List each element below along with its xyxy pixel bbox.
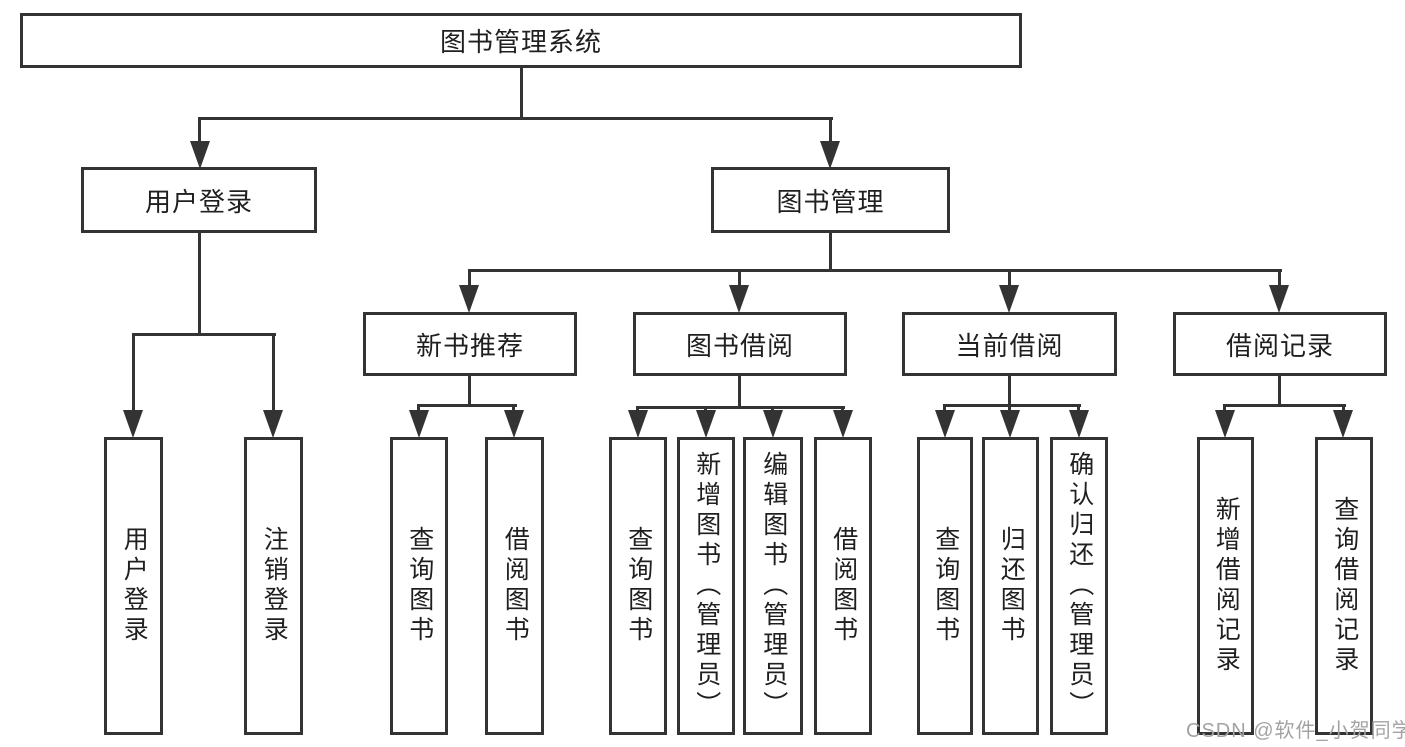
leaf-return-book: 归还图书 — [982, 437, 1039, 735]
leaf-add-book-admin: 新增图书（管理员） — [677, 437, 735, 735]
arrow-down-icon — [935, 410, 955, 438]
connector-line — [198, 232, 201, 335]
arrow-down-icon — [1333, 410, 1353, 438]
connector-line — [1342, 404, 1345, 414]
node-new-book-recommend: 新书推荐 — [363, 312, 577, 376]
arrow-down-icon — [820, 141, 840, 169]
arrow-down-icon — [729, 285, 749, 313]
connector-line — [272, 333, 275, 412]
arrow-down-icon — [763, 410, 783, 438]
node-user-login: 用户登录 — [81, 167, 317, 233]
connector-line — [829, 232, 832, 271]
leaf-borrow-books-recommend: 借阅图书 — [485, 437, 544, 735]
connector-line — [829, 117, 832, 143]
arrow-down-icon — [1269, 285, 1289, 313]
leaf-confirm-return-admin: 确认归还（管理员） — [1050, 437, 1108, 735]
connector-line — [738, 375, 741, 408]
connector-line — [468, 269, 1282, 272]
connector-line — [1278, 269, 1281, 289]
arrow-down-icon — [1000, 410, 1020, 438]
leaf-user-login: 用户登录 — [104, 437, 163, 735]
arrow-down-icon — [190, 141, 210, 169]
arrow-down-icon — [696, 410, 716, 438]
connector-line — [1278, 375, 1281, 406]
connector-line — [1008, 269, 1011, 289]
connector-line — [1223, 404, 1226, 414]
connector-line — [198, 117, 833, 120]
connector-line — [468, 375, 471, 406]
connector-line — [1008, 404, 1011, 414]
arrow-down-icon — [833, 410, 853, 438]
connector-line — [943, 404, 1081, 407]
arrow-down-icon — [409, 410, 429, 438]
arrow-down-icon — [123, 410, 143, 438]
connector-line — [417, 404, 420, 414]
connector-line — [132, 333, 276, 336]
arrow-down-icon — [459, 285, 479, 313]
csdn-watermark: CSDN @软件_小贺同学 — [1186, 720, 1405, 742]
node-root-library-system: 图书管理系统 — [20, 13, 1022, 68]
arrow-down-icon — [999, 285, 1019, 313]
connector-line — [738, 269, 741, 289]
leaf-edit-book-admin: 编辑图书（管理员） — [743, 437, 803, 735]
leaf-query-books-borrowing: 查询图书 — [609, 437, 667, 735]
connector-line — [1223, 404, 1346, 407]
leaf-logout: 注销登录 — [244, 437, 303, 735]
node-book-management: 图书管理 — [711, 167, 950, 233]
connector-line — [132, 333, 135, 412]
connector-line — [1077, 404, 1080, 414]
arrow-down-icon — [1215, 410, 1235, 438]
connector-line — [468, 269, 471, 289]
node-book-borrowing: 图书借阅 — [633, 312, 847, 376]
arrow-down-icon — [263, 410, 283, 438]
connector-line — [520, 68, 523, 118]
connector-line — [943, 404, 946, 414]
arrow-down-icon — [628, 410, 648, 438]
arrow-down-icon — [1069, 410, 1089, 438]
node-borrowing-records: 借阅记录 — [1173, 312, 1387, 376]
leaf-query-books-recommend: 查询图书 — [390, 437, 448, 735]
leaf-query-books-current: 查询图书 — [917, 437, 973, 735]
connector-line — [1008, 375, 1011, 406]
leaf-borrow-books-borrowing: 借阅图书 — [814, 437, 872, 735]
connector-line — [417, 404, 517, 407]
arrow-down-icon — [504, 410, 524, 438]
leaf-add-borrow-record: 新增借阅记录 — [1197, 437, 1254, 735]
connector-line — [198, 117, 201, 143]
node-current-borrowing: 当前借阅 — [902, 312, 1117, 376]
connector-line — [512, 404, 515, 414]
connector-line — [636, 406, 845, 409]
leaf-query-borrow-record: 查询借阅记录 — [1315, 437, 1373, 735]
